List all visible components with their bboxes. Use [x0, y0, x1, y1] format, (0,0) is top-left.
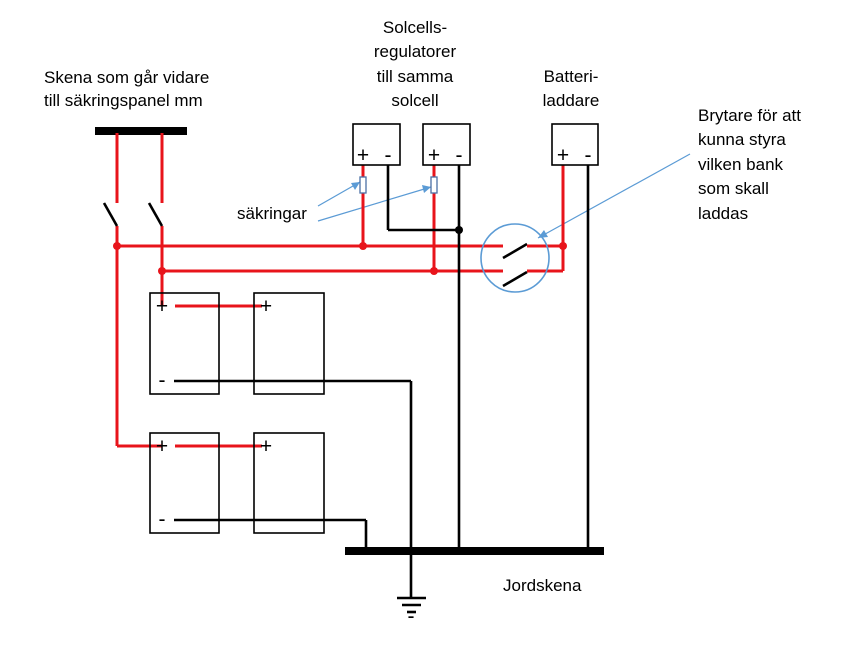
- switch-label-line-3: vilken bank: [698, 155, 784, 174]
- negative-wiring: [174, 165, 590, 598]
- skena-label-line-1: Skena som går vidare: [44, 68, 209, 87]
- charger-plus: +: [557, 144, 569, 167]
- regulator-1-plus: +: [357, 144, 369, 167]
- solar-regulator-1: + -: [352, 123, 401, 167]
- battery-charger: + -: [551, 123, 599, 167]
- bank-switches: [102, 202, 164, 227]
- fuse-1: [359, 176, 367, 194]
- switch-label-line-4: som skall: [698, 179, 769, 198]
- switch-label-line-5: laddas: [698, 204, 748, 223]
- battery-2b-minus-2: -: [281, 508, 288, 531]
- battery-1b-plus: +: [260, 295, 272, 318]
- battery-2b-minus: -: [263, 508, 270, 531]
- battery-2b-plus: +: [260, 435, 272, 458]
- charger-label-line-2: laddare: [543, 91, 600, 110]
- regulator-label-line-4: solcell: [391, 91, 438, 110]
- switch-label-line-2: kunna styra: [698, 130, 786, 149]
- battery-1b-minus: -: [263, 369, 270, 392]
- charger-minus: -: [585, 144, 592, 167]
- ground-minus-sign: -: [408, 605, 415, 628]
- solar-regulator-2: + -: [422, 123, 471, 167]
- skena-label-line-2: till säkringspanel mm: [44, 91, 203, 110]
- regulator-1-minus: -: [385, 144, 392, 167]
- junction-dots: [113, 226, 567, 275]
- battery-1a-plus: +: [156, 295, 168, 318]
- regulator-label-line-2: regulatorer: [374, 42, 457, 61]
- ground-symbol: [397, 596, 426, 614]
- ground-bus-label: Jordskena: [503, 576, 582, 595]
- battery-bank-1-battery-a: + -: [149, 292, 220, 395]
- bank-selector-switch: [480, 223, 550, 293]
- regulator-label-line-3: till samma: [377, 67, 454, 86]
- positive-wiring: [115, 133, 565, 448]
- switch-label-line-1: Brytare för att: [698, 106, 801, 125]
- battery-2a-minus: -: [159, 508, 166, 531]
- battery-1b-minus-2: -: [281, 369, 288, 392]
- regulator-label-line-1: Solcells-: [383, 18, 447, 37]
- battery-bank-2-battery-b: + - -: [253, 432, 325, 534]
- battery-bank-1-battery-b: + - -: [253, 292, 325, 395]
- fuse-2: [430, 176, 438, 194]
- fuses-label: säkringar: [237, 204, 307, 223]
- regulator-2-minus: -: [456, 144, 463, 167]
- battery-2a-plus: +: [156, 435, 168, 458]
- charger-label-line-1: Batteri-: [544, 67, 599, 86]
- battery-bank-2-battery-a: + -: [149, 432, 220, 534]
- battery-1a-minus: -: [159, 369, 166, 392]
- regulator-2-plus: +: [428, 144, 440, 167]
- fuse-callout-arrows: [317, 181, 432, 222]
